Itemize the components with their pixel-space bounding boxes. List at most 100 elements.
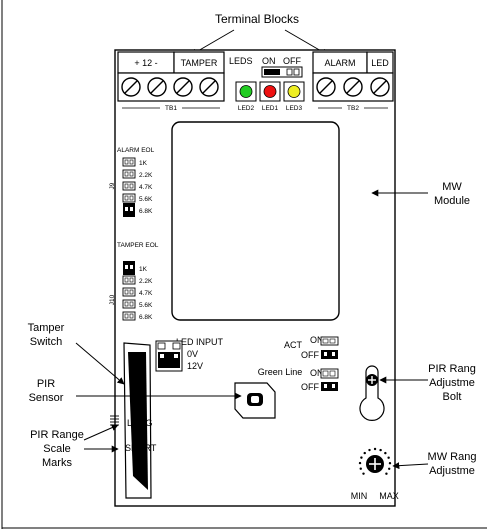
terminal-block-tb2: ALARM LED TB2 <box>312 51 394 112</box>
pir-sensor-callout-line2: Sensor <box>29 392 64 404</box>
screw-terminal-icon <box>199 77 219 97</box>
mw-module-callout-line2: Module <box>434 195 470 207</box>
led-input-title: LED INPUT <box>176 337 224 347</box>
tb1-label: TB1 <box>165 105 177 112</box>
leds-jumper <box>261 66 303 78</box>
dial-tick-mark <box>360 456 363 459</box>
pir-sensor <box>234 382 276 419</box>
eol-jumper-row: 6.8K <box>122 311 153 321</box>
act-off-label: OFF <box>301 350 319 360</box>
eol-value-label: 5.6K <box>139 302 153 309</box>
j10-label: J10 <box>109 294 116 305</box>
led3-label: LED3 <box>286 105 303 112</box>
mw-dial-max: MAX <box>379 491 399 501</box>
led-input-0v: 0V <box>187 349 198 359</box>
act-on-label: ON <box>310 335 324 345</box>
dial-tick-mark <box>363 451 366 455</box>
eol-value-label: 1K <box>139 266 148 273</box>
mw-module <box>171 121 340 321</box>
eol-jumper-row: 2.2K <box>122 169 153 179</box>
eol-value-label: 4.7K <box>139 290 153 297</box>
eol-jumper-row: 1K <box>123 261 148 275</box>
pir-scale-short: SHORT <box>125 443 157 453</box>
led-section: LEDS ON OFF LED2 LED1 LED3 <box>229 56 305 112</box>
pir-scale-callout-line1: PIR Range <box>30 429 84 441</box>
dial-tick-mark <box>359 467 362 470</box>
on-off-switch: ON OFF <box>301 368 339 392</box>
tamper-switch-callout-line2: Switch <box>30 336 62 348</box>
dial-tick-mark <box>379 448 382 452</box>
dial-tick-mark <box>362 472 365 475</box>
dial-tick-mark <box>368 448 371 452</box>
pir-bolt-callout-line1: PIR Rang <box>428 363 476 375</box>
dial-tick-mark <box>358 461 362 465</box>
pir-bolt-callout-line2: Adjustme <box>429 377 475 389</box>
eol-value-label: 6.8K <box>139 208 153 215</box>
tamper-switch-arrow <box>75 342 125 385</box>
alarm-eol-title: ALARM EOL <box>117 147 155 154</box>
tamper-eol-jumpers: TAMPER EOL J10 1K 2.2K 4.7K 5.6K 6.8K <box>109 242 159 321</box>
alarm-terminal-label: ALARM <box>324 58 355 68</box>
leds-off-label: OFF <box>283 56 301 66</box>
eol-jumper-row: 1K <box>122 157 148 167</box>
pir-range-adjustment-bolt <box>359 365 385 421</box>
tamper-eol-title: TAMPER EOL <box>117 242 159 249</box>
dial-tick-mark <box>388 462 392 465</box>
act-switch: ACT ON OFF <box>284 335 339 360</box>
mw-range-callout-line1: MW Rang <box>428 451 477 463</box>
eol-value-label: 4.7K <box>139 184 153 191</box>
led1-label: LED1 <box>262 105 279 112</box>
terminal-block-tb1: + 12 - TAMPER TB1 <box>117 51 225 112</box>
eol-jumper-row: 4.7K <box>122 287 153 297</box>
dial-tick-mark <box>388 467 391 471</box>
tb2-label: TB2 <box>347 105 359 112</box>
terminal-blocks-callout: Terminal Blocks <box>215 12 299 26</box>
dial-tick-mark <box>373 447 377 451</box>
screw-terminal-icon <box>370 77 390 97</box>
j9-label: J9 <box>109 182 116 189</box>
leds-label: LEDS <box>229 56 253 66</box>
pir-bolt-callout-line3: Bolt <box>443 391 462 403</box>
switch2-on-label: ON <box>310 368 324 378</box>
power-terminal-label: + 12 - <box>134 58 157 68</box>
eol-value-label: 1K <box>139 160 148 167</box>
eol-value-label: 6.8K <box>139 314 153 321</box>
eol-value-label: 2.2K <box>139 172 153 179</box>
pir-scale-arrow-long <box>83 424 119 441</box>
eol-jumper-row: 2.2K <box>122 275 153 285</box>
mw-range-arrow <box>392 462 429 470</box>
pir-sensor-callout-line1: PIR <box>37 378 55 390</box>
led3-indicator <box>287 85 301 98</box>
tamper-switch-callout-line1: Tamper <box>28 322 65 334</box>
eol-jumper-row: 6.8K <box>123 203 153 217</box>
eol-jumper-row: 4.7K <box>122 181 153 191</box>
pir-scale-callout-line2: Scale <box>43 443 71 455</box>
mw-dial-min: MIN <box>351 491 368 501</box>
eol-jumper-row: 5.6K <box>122 299 153 309</box>
screw-terminal-icon <box>343 77 363 97</box>
led1-indicator <box>263 85 277 98</box>
dial-tick-mark <box>387 456 390 459</box>
screw-terminal-icon <box>316 77 336 97</box>
led-input-jumper: LED INPUT 0V 12V <box>155 337 224 372</box>
mw-range-dial: MIN MAX <box>351 447 399 501</box>
screw-terminal-icon <box>121 77 141 97</box>
led2-label: LED2 <box>238 105 255 112</box>
pir-scale-callout-line3: Marks <box>42 457 72 469</box>
screw-terminal-icon <box>147 77 167 97</box>
pir-scale-long: LONG <box>127 418 153 428</box>
tamper-switch <box>123 342 152 499</box>
leds-on-label: ON <box>262 56 276 66</box>
eol-jumper-row: 5.6K <box>122 193 153 203</box>
eol-value-label: 5.6K <box>139 196 153 203</box>
led2-indicator <box>239 85 253 98</box>
alarm-eol-jumpers: ALARM EOL J9 1K 2.2K 4.7K 5.6K 6.8K <box>109 147 155 217</box>
mw-range-callout-line2: Adjustme <box>429 465 475 477</box>
switch2-off-label: OFF <box>301 382 319 392</box>
tamper-terminal-label: TAMPER <box>181 58 218 68</box>
dial-tick-mark <box>384 451 387 455</box>
led-input-12v: 12V <box>187 361 203 371</box>
eol-value-label: 2.2K <box>139 278 153 285</box>
